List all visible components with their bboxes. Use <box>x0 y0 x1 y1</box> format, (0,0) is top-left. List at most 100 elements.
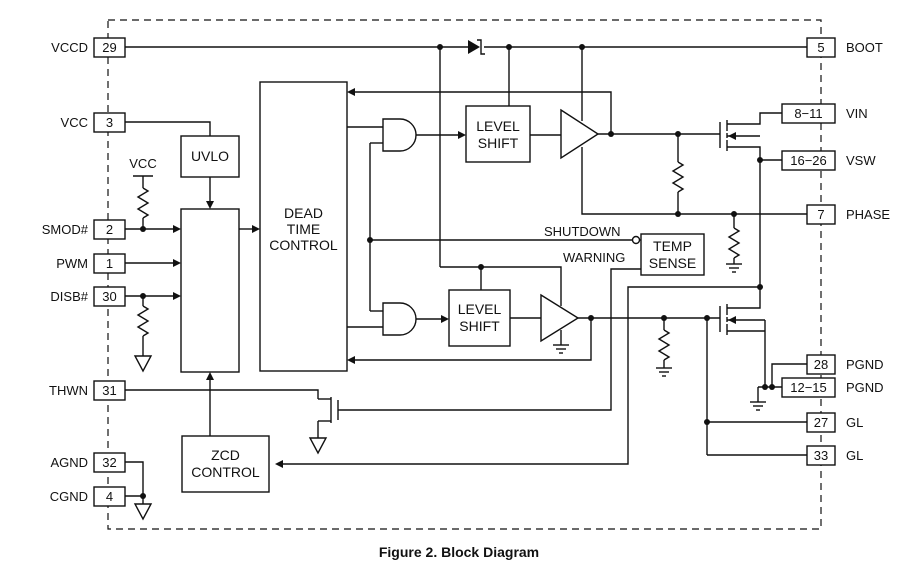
zcd-to-logic <box>206 372 214 436</box>
resistor-icon <box>657 329 671 361</box>
pin-name-cgnd: CGND <box>50 489 88 504</box>
svg-text:LEVEL: LEVEL <box>458 301 502 317</box>
level-shift-high-block: LEVEL SHIFT <box>465 105 531 163</box>
svg-text:CONTROL: CONTROL <box>191 464 260 480</box>
svg-text:TIME: TIME <box>287 221 320 237</box>
vcc-uvlo-wiring <box>125 121 214 209</box>
pin-number-32: 32 <box>102 455 116 470</box>
pin-number-5: 5 <box>817 40 824 55</box>
dead-time-control-block: DEAD TIME CONTROL <box>259 81 348 372</box>
low-driver-ground <box>553 330 569 354</box>
warning-label: WARNING <box>563 250 625 265</box>
pin-number-33: 33 <box>814 448 828 463</box>
pin-number-3: 3 <box>106 115 113 130</box>
resistor-icon <box>671 161 685 193</box>
resistor-icon <box>136 187 150 219</box>
phase-pulldown <box>726 214 742 273</box>
warning-line: WARNING <box>340 250 641 411</box>
uvlo-block: UVLO <box>180 135 240 178</box>
svg-text:CONTROL: CONTROL <box>269 237 338 253</box>
pin-number-30: 30 <box>102 289 116 304</box>
pin-number-1: 1 <box>106 256 113 271</box>
pin-name-boot: BOOT <box>846 40 883 55</box>
temp-sense-block: TEMP SENSE <box>640 233 705 276</box>
ground-icon <box>308 437 328 455</box>
pin-number-28: 28 <box>814 357 828 372</box>
smod-pullup: VCC <box>129 156 157 232</box>
svg-text:TEMP: TEMP <box>653 238 692 254</box>
inversion-bubble-icon <box>631 235 641 245</box>
right-pins: 5 BOOT 8−11 VIN 16−26 VSW 7 PHASE 28 PGN… <box>781 37 890 466</box>
pin-name-gl-33: GL <box>846 448 863 463</box>
high-side-mosfet-icon <box>719 112 782 160</box>
pin-number-31: 31 <box>102 383 116 398</box>
ground-icon <box>133 355 153 373</box>
ground-icon <box>750 401 766 411</box>
svg-text:SHIFT: SHIFT <box>459 318 500 334</box>
pin-name-vcc: VCC <box>61 115 88 130</box>
pin-number-16-26: 16−26 <box>790 153 827 168</box>
low-side-driver <box>540 293 580 343</box>
pin-name-pgnd-28: PGND <box>846 357 884 372</box>
pin-number-7: 7 <box>817 207 824 222</box>
pin-number-2: 2 <box>106 222 113 237</box>
svg-text:SENSE: SENSE <box>649 255 696 271</box>
pin-name-smod: SMOD# <box>42 222 89 237</box>
pin-name-agnd: AGND <box>50 455 88 470</box>
pin-name-disb: DISB# <box>50 289 88 304</box>
ground-icon <box>656 367 672 377</box>
pin-name-pgnd-12-15: PGND <box>846 380 884 395</box>
pin-number-29: 29 <box>102 40 116 55</box>
pin-name-pwm: PWM <box>56 256 88 271</box>
and-gate-low <box>382 302 417 336</box>
zcd-control-block: ZCD CONTROL <box>181 435 270 493</box>
svg-text:SHIFT: SHIFT <box>478 135 519 151</box>
boot-diode-icon <box>468 39 485 55</box>
logic-to-deadtime <box>239 225 260 233</box>
pin-name-thwn: THWN <box>49 383 88 398</box>
logic-inputs <box>125 225 181 300</box>
resistor-icon <box>136 305 150 337</box>
ground-icon <box>726 263 742 273</box>
disb-pulldown <box>133 296 153 373</box>
low-side-path <box>347 264 720 364</box>
figure-caption: Figure 2. Block Diagram <box>379 544 539 560</box>
pin-name-gl-27: GL <box>846 415 863 430</box>
thwn-mosfet-icon <box>125 389 340 455</box>
svg-text:UVLO: UVLO <box>191 148 229 164</box>
high-side-driver <box>560 108 600 160</box>
boot-rail <box>125 44 807 267</box>
high-side-path <box>347 88 720 139</box>
svg-text:ZCD: ZCD <box>211 447 240 463</box>
svg-text:LEVEL: LEVEL <box>476 118 520 134</box>
resistor-icon <box>727 227 741 259</box>
deadtime-to-gates <box>347 126 383 328</box>
shutdown-label: SHUTDOWN <box>544 224 621 239</box>
vsw-node <box>275 157 782 468</box>
ground-icon <box>133 503 153 521</box>
left-pins: VCCD 29 VCC 3 SMOD# 2 PWM 1 DISB# 30 THW… <box>42 37 126 507</box>
logic-block <box>180 208 240 373</box>
low-side-mosfet-icon <box>719 304 766 387</box>
vcc-pullup-label: VCC <box>129 156 156 171</box>
pin-name-phase: PHASE <box>846 207 890 222</box>
pin-name-vsw: VSW <box>846 153 876 168</box>
ground-icon <box>553 344 569 354</box>
shutdown-line: SHUTDOWN <box>367 142 641 312</box>
level-shift-low-block: LEVEL SHIFT <box>448 289 511 347</box>
high-gate-resistor <box>671 134 685 214</box>
and-gate-high <box>382 118 417 152</box>
pin-number-8-11: 8−11 <box>794 106 822 121</box>
phase-return <box>581 147 807 217</box>
agnd-cgnd-wiring <box>125 461 153 521</box>
pin-name-vccd: VCCD <box>51 40 88 55</box>
package-boundary <box>107 19 822 530</box>
pin-name-vin: VIN <box>846 106 868 121</box>
gl-wiring <box>704 318 807 456</box>
pgnd-wiring <box>750 363 807 411</box>
svg-text:DEAD: DEAD <box>284 205 323 221</box>
pin-number-27: 27 <box>814 415 828 430</box>
pin-number-4: 4 <box>106 489 113 504</box>
low-gate-resistor <box>656 318 672 377</box>
